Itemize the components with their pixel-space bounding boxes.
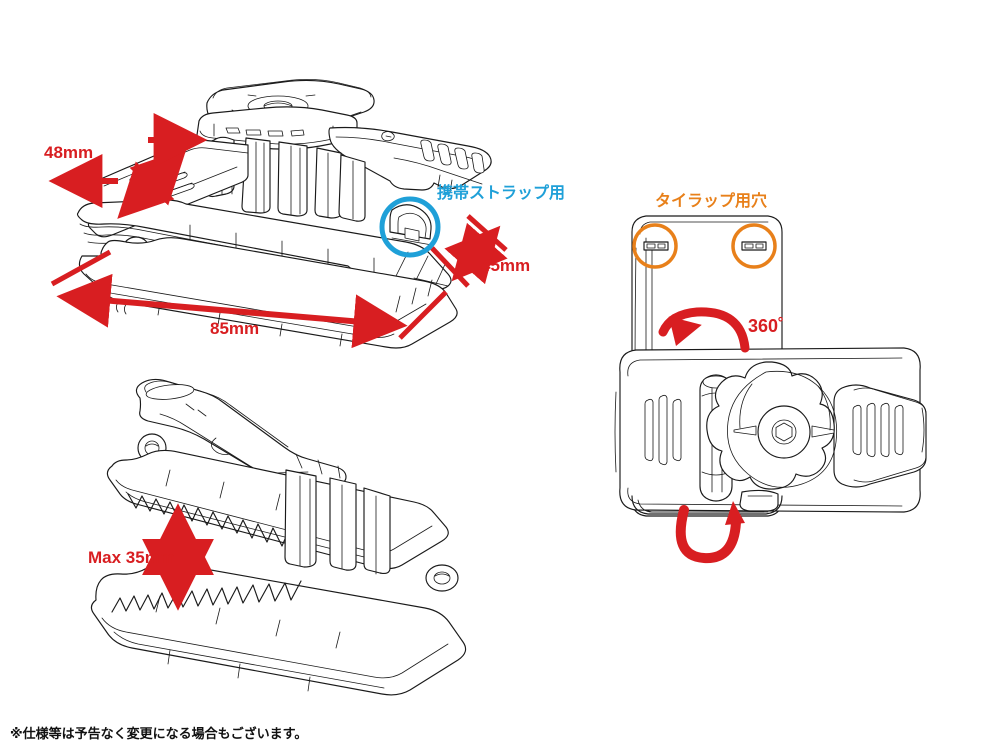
hinge-column (204, 136, 366, 222)
back-plate-bottom-edge (631, 495, 783, 515)
upper-lever-arm (328, 126, 492, 193)
dimension-label-48mm: 48mm (44, 143, 94, 162)
dimension-label-85mm: 85mm (210, 319, 260, 338)
dimension-label-max-35mm: Max 35mm (88, 548, 175, 567)
rotation-360-label: 360˚ (748, 316, 785, 336)
dimension-arrow-45mm (430, 214, 508, 288)
footnote-text: ※仕様等は予告なく変更になる場合もございます。 (10, 726, 308, 741)
open-clip-pivot-lower (425, 564, 459, 592)
open-clip-lever (135, 378, 347, 488)
open-clip-spine (284, 469, 391, 575)
dimension-arrow-85mm (50, 249, 448, 349)
bottom-left-open-clip-drawing (90, 378, 467, 696)
tie-wrap-hole-highlight-left (632, 223, 678, 269)
phone-strap-hole-highlight-circle (379, 196, 441, 258)
rotation-arrow-upper (658, 307, 750, 353)
dimension-arrow-48mm (48, 113, 208, 219)
dimension-label-45mm: 45mm (481, 256, 531, 275)
tie-wrap-hole-highlight-right (731, 223, 777, 269)
rotation-arrow-lower (675, 501, 745, 564)
phone-strap-hole-label: 携帯ストラップ用 (437, 185, 566, 202)
right-front-view-drawing (614, 215, 927, 517)
lower-clamp-tab (739, 489, 779, 512)
tie-wrap-holes-label: タイラップ用穴 (655, 193, 768, 210)
rotating-knob (706, 361, 838, 490)
